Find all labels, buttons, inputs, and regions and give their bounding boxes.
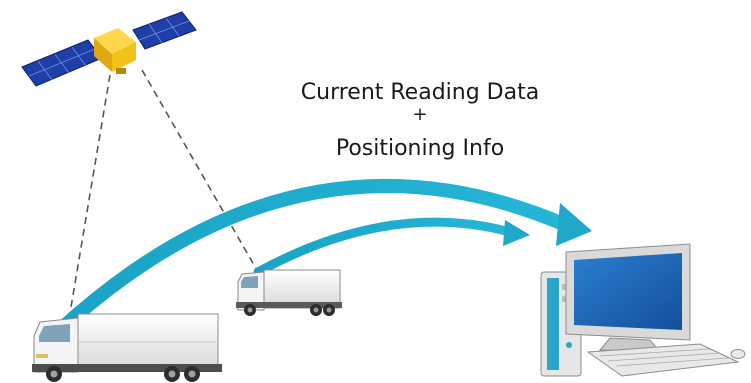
signal-line-truck-2 xyxy=(141,69,259,273)
pc-keyboard xyxy=(586,343,740,377)
arrowhead-large xyxy=(556,203,592,246)
arrow-small xyxy=(253,217,515,277)
caption-positioning-info: Positioning Info xyxy=(335,136,505,161)
truck-icon xyxy=(236,269,342,316)
caption-plus: + xyxy=(412,104,428,125)
arrowhead-small xyxy=(503,220,530,246)
pc-mouse xyxy=(730,349,746,359)
signal-line-truck-1 xyxy=(67,74,111,326)
arrow-large xyxy=(53,179,575,337)
caption-current-reading-data: Current Reading Data xyxy=(300,80,540,105)
pc-monitor xyxy=(565,243,691,353)
data-transfer-arrows xyxy=(53,179,592,337)
satellite-signal-lines xyxy=(67,69,259,326)
truck-icon xyxy=(32,313,222,382)
satellite-icon xyxy=(21,11,197,87)
desktop-computer-icon xyxy=(540,243,746,377)
